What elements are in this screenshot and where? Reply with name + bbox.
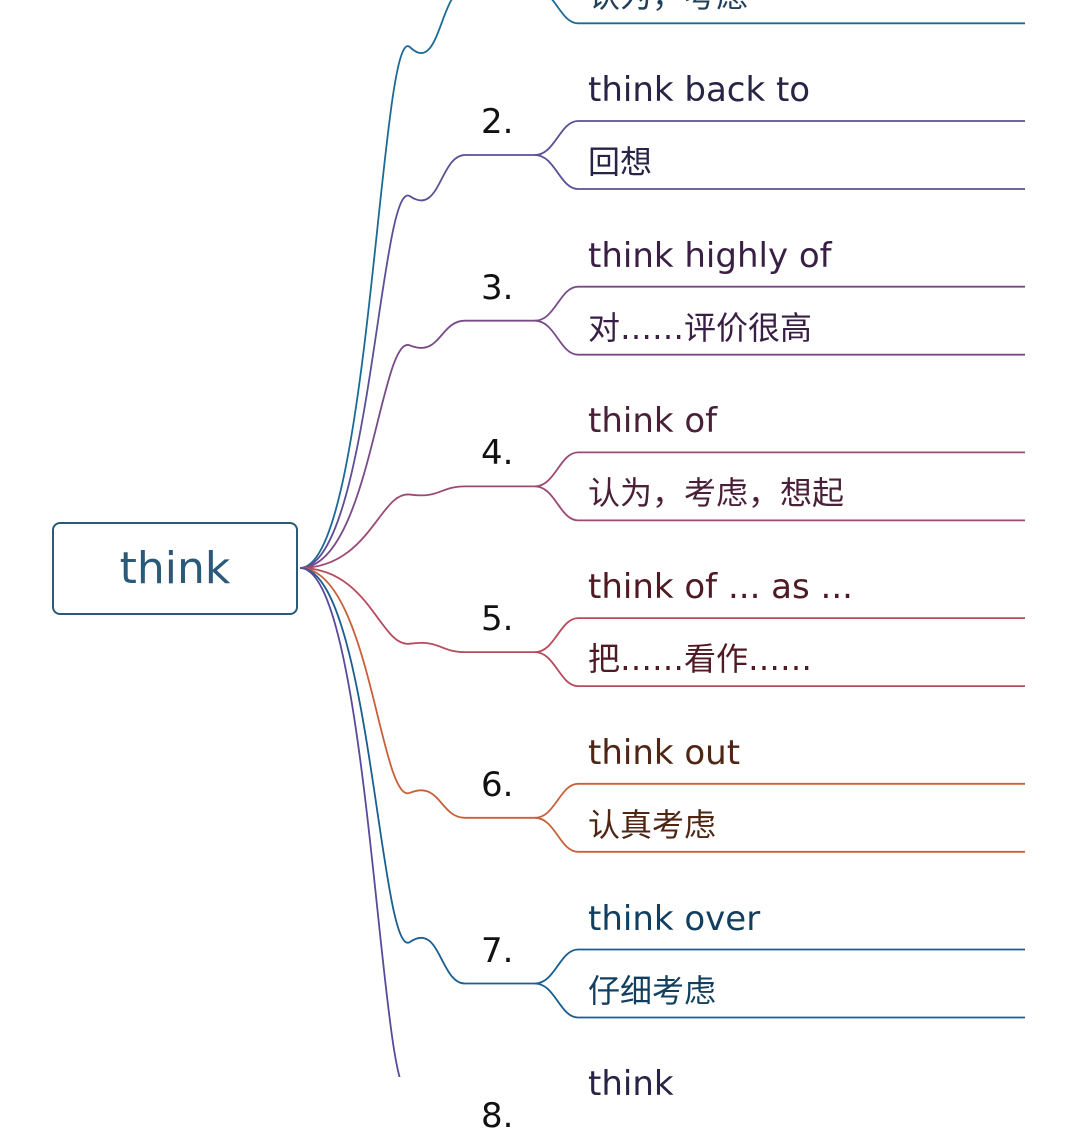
branch-7 (299, 567, 1025, 1019)
item-number: 7. (481, 930, 514, 971)
connector-line (299, 567, 535, 985)
connector-line (299, 567, 535, 819)
phrase-label[interactable]: think out (588, 732, 741, 773)
connector-line (534, 782, 1025, 819)
phrase-label[interactable]: think (588, 1064, 674, 1105)
branch-4 (299, 451, 1025, 569)
root-node[interactable]: think (52, 522, 298, 615)
connector-line (534, 651, 1025, 687)
branch-2 (299, 120, 1025, 569)
item-number: 6. (481, 764, 514, 805)
item-number: 4. (481, 433, 514, 474)
phrase-label[interactable]: think back to (588, 70, 811, 110)
connector-line (534, 816, 1025, 853)
connector-line (534, 617, 1025, 653)
connector-line (299, 567, 401, 1077)
item-number: 5. (481, 599, 514, 640)
connector-line (299, 154, 535, 569)
phrase-label[interactable]: think over (588, 898, 761, 939)
connector-line (534, 319, 1025, 356)
connector-line (534, 154, 1025, 190)
meaning-label[interactable]: 对……评价很高 (588, 308, 813, 347)
connector-line (299, 0, 453, 569)
connector-line (534, 485, 1025, 522)
connector-line (534, 120, 1025, 156)
meaning-label[interactable]: 仔细考虑 (588, 971, 717, 1010)
item-number: 3. (481, 267, 514, 308)
branch-connectors (299, 0, 1025, 1077)
item-number: 2. (481, 102, 514, 142)
connector-line (551, 0, 1025, 25)
connector-line (299, 319, 535, 569)
connector-line (534, 982, 1025, 1019)
meaning-label[interactable]: 认为，考虑 (588, 0, 748, 17)
connector-line (534, 451, 1025, 488)
item-number: 8. (481, 1096, 514, 1136)
branch-5 (299, 567, 1025, 687)
phrase-label[interactable]: think of ... as ... (588, 567, 853, 608)
connector-line (299, 485, 535, 569)
phrase-label[interactable]: think highly of (588, 235, 832, 276)
branch-1 (299, 0, 1025, 569)
root-label: think (119, 543, 231, 594)
connector-line (299, 567, 535, 653)
meaning-label[interactable]: 回想 (588, 143, 653, 181)
branch-6 (299, 567, 1025, 853)
branch-8 (299, 567, 401, 1077)
meaning-label[interactable]: 认真考虑 (588, 805, 717, 844)
meaning-label[interactable]: 认为，考虑，想起 (588, 474, 845, 513)
phrase-label[interactable]: think of (588, 401, 718, 442)
branch-3 (299, 285, 1025, 569)
meaning-label[interactable]: 把……看作…… (588, 640, 813, 679)
connector-line (534, 285, 1025, 322)
connector-line (534, 948, 1025, 985)
